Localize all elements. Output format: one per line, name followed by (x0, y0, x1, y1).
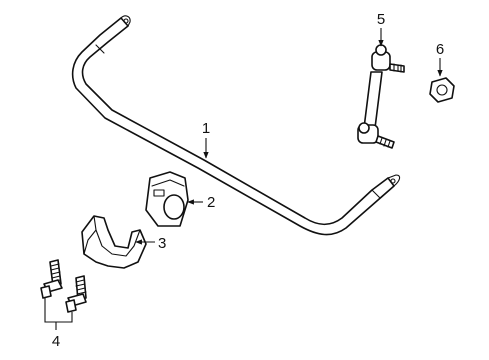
callout-5: 5 (377, 11, 385, 28)
callout-4: 4 (52, 333, 60, 350)
callout-3: 3 (158, 235, 166, 252)
callouts: 1 2 3 4 5 6 (52, 11, 444, 350)
stabilizer-link (357, 44, 405, 149)
leader-4-bracket (44, 298, 73, 323)
leader-lines (44, 28, 443, 330)
bushing-bracket (81, 215, 147, 269)
bolt-left (40, 259, 63, 299)
stabilizer-bushing (145, 171, 189, 227)
bolts (40, 259, 87, 313)
bolt-right (65, 275, 87, 313)
callout-1: 1 (202, 120, 210, 137)
stabilizer-bar (71, 15, 401, 236)
flange-nut (429, 77, 455, 103)
callout-2: 2 (207, 194, 215, 211)
callout-6: 6 (436, 41, 444, 58)
